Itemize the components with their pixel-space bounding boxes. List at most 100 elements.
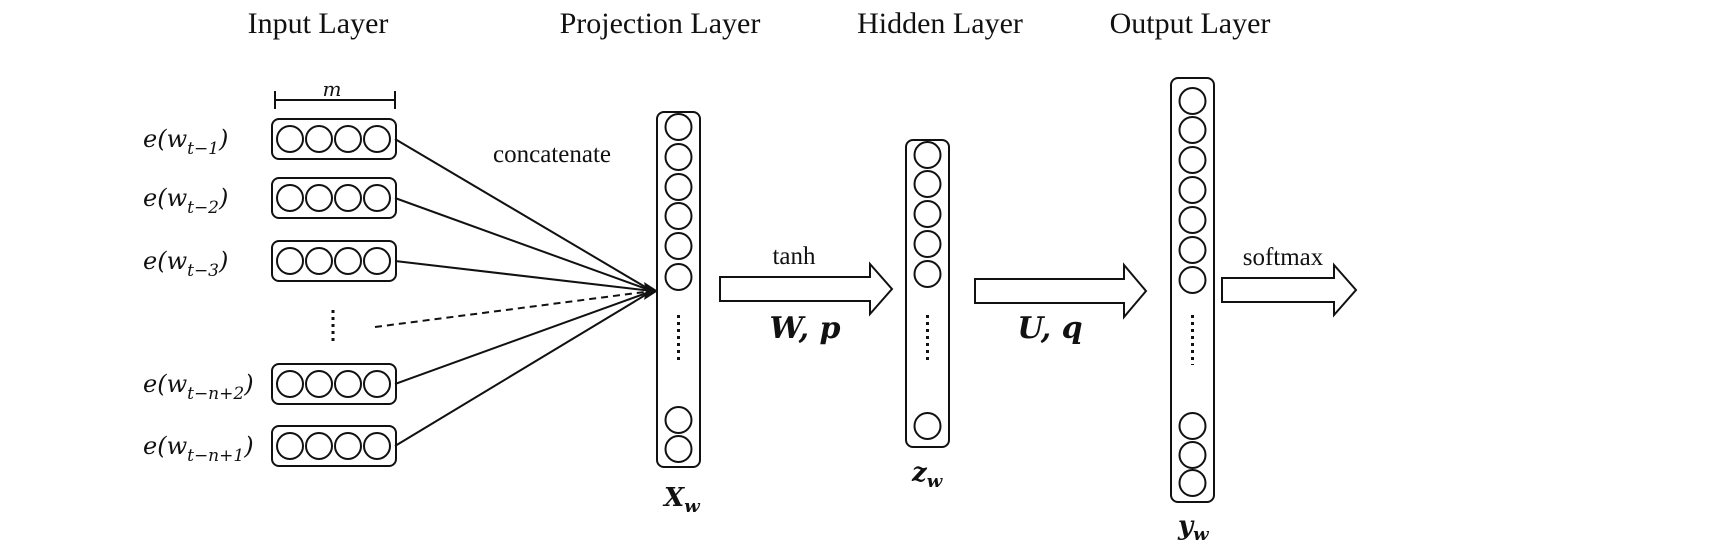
output-vector-label: yw bbox=[1177, 511, 1210, 544]
input-vector-box bbox=[271, 177, 397, 219]
neuron-node bbox=[664, 113, 693, 141]
neuron-node bbox=[305, 247, 333, 275]
neuron-node bbox=[1178, 206, 1207, 234]
neuron-node bbox=[363, 125, 391, 153]
input-word-label: e(wt−3) bbox=[143, 247, 228, 281]
neuron-node bbox=[664, 406, 693, 434]
word-close: ) bbox=[243, 370, 253, 398]
neuron-node bbox=[334, 432, 362, 460]
word-sub: t−1 bbox=[187, 139, 219, 159]
neuron-node bbox=[664, 263, 693, 291]
neuron-node bbox=[913, 412, 942, 440]
neuron-node bbox=[276, 247, 304, 275]
neuron-node bbox=[913, 170, 942, 198]
neuron-node bbox=[334, 247, 362, 275]
word-close: ) bbox=[218, 184, 228, 212]
input-vector-box bbox=[271, 118, 397, 160]
softmax-arrow bbox=[1221, 262, 1358, 318]
projection-vector-label: Xw bbox=[662, 483, 701, 517]
neuron-node bbox=[664, 202, 693, 230]
word-sub: t−n+2 bbox=[187, 384, 244, 404]
word-func: e(w bbox=[143, 370, 188, 398]
tanh-arrow bbox=[719, 261, 894, 317]
input-word-label: e(wt−1) bbox=[143, 125, 228, 159]
input-word-label: e(wt−n+1) bbox=[143, 432, 254, 466]
neuron-node bbox=[913, 260, 942, 288]
neuron-node bbox=[305, 432, 333, 460]
softmax-label: softmax bbox=[1243, 244, 1324, 271]
neuron-node bbox=[334, 125, 362, 153]
neuron-node bbox=[664, 232, 693, 260]
word-func: e(w bbox=[143, 184, 188, 212]
word-func: e(w bbox=[143, 432, 188, 460]
neuron-node bbox=[913, 200, 942, 228]
connection-line bbox=[394, 197, 653, 292]
W-p-label: W, p bbox=[770, 311, 841, 346]
neuron-node bbox=[1178, 412, 1207, 440]
neuron-node bbox=[1178, 236, 1207, 264]
neuron-node bbox=[363, 432, 391, 460]
input-vector-box bbox=[271, 363, 397, 405]
neuron-node bbox=[334, 370, 362, 398]
hidden-layer-title: Hidden Layer bbox=[857, 7, 1023, 40]
connection-line bbox=[394, 260, 653, 292]
projection-vector bbox=[656, 111, 701, 468]
word-sub: t−3 bbox=[187, 261, 219, 281]
neuron-node bbox=[305, 370, 333, 398]
dimension-bracket: m bbox=[274, 77, 396, 109]
neuron-node bbox=[363, 184, 391, 212]
neuron-node bbox=[664, 143, 693, 171]
neuron-node bbox=[913, 141, 942, 169]
Uq-arrow bbox=[974, 262, 1148, 320]
neuron-node bbox=[1178, 87, 1207, 115]
input-vectors bbox=[271, 118, 397, 467]
neuron-node bbox=[276, 432, 304, 460]
input-vector-box bbox=[271, 425, 397, 467]
concat-connections bbox=[374, 138, 658, 447]
neuron-node bbox=[664, 435, 693, 463]
input-word-label: e(wt−2) bbox=[143, 184, 228, 218]
neuron-node bbox=[913, 230, 942, 258]
output-layer-title: Output Layer bbox=[1110, 7, 1271, 40]
dimension-label: m bbox=[323, 77, 342, 101]
word-close: ) bbox=[243, 432, 253, 460]
word-sub: t−n+1 bbox=[187, 446, 244, 466]
connection-line bbox=[394, 290, 653, 385]
connection-line bbox=[394, 290, 653, 447]
word-func: e(w bbox=[143, 247, 188, 275]
neuron-node bbox=[276, 184, 304, 212]
neuron-node bbox=[1178, 146, 1207, 174]
neuron-node bbox=[305, 125, 333, 153]
word-close: ) bbox=[218, 247, 228, 275]
input-layer-title: Input Layer bbox=[248, 7, 389, 40]
input-word-labels: e(wt−1)e(wt−2)e(wt−3)e(wt−n+2)e(wt−n+1) bbox=[143, 125, 254, 466]
word-close: ) bbox=[218, 125, 228, 153]
neuron-node bbox=[1178, 116, 1207, 144]
hidden-vector-label: zw bbox=[911, 458, 944, 492]
concatenate-label: concatenate bbox=[493, 141, 611, 168]
connection-line bbox=[394, 138, 653, 292]
neuron-node bbox=[1178, 441, 1207, 469]
concat-arrowhead bbox=[644, 282, 658, 300]
neuron-node bbox=[276, 125, 304, 153]
projection-layer-title: Projection Layer bbox=[560, 7, 761, 40]
input-word-label: e(wt−n+2) bbox=[143, 370, 254, 404]
input-vector-box bbox=[271, 240, 397, 282]
word-func: e(w bbox=[143, 125, 188, 153]
neuron-node bbox=[664, 173, 693, 201]
U-q-label: U, q bbox=[1017, 311, 1082, 346]
neuron-node bbox=[363, 247, 391, 275]
neuron-node bbox=[305, 184, 333, 212]
neuron-node bbox=[1178, 469, 1207, 497]
tanh-label: tanh bbox=[772, 243, 816, 270]
neuron-node bbox=[363, 370, 391, 398]
neuron-node bbox=[334, 184, 362, 212]
word-sub: t−2 bbox=[187, 198, 219, 218]
output-vector bbox=[1170, 77, 1215, 503]
neuron-node bbox=[276, 370, 304, 398]
neuron-node bbox=[1178, 266, 1207, 294]
hidden-vector bbox=[905, 139, 950, 448]
neuron-node bbox=[1178, 176, 1207, 204]
connection-line-dashed bbox=[374, 290, 653, 328]
